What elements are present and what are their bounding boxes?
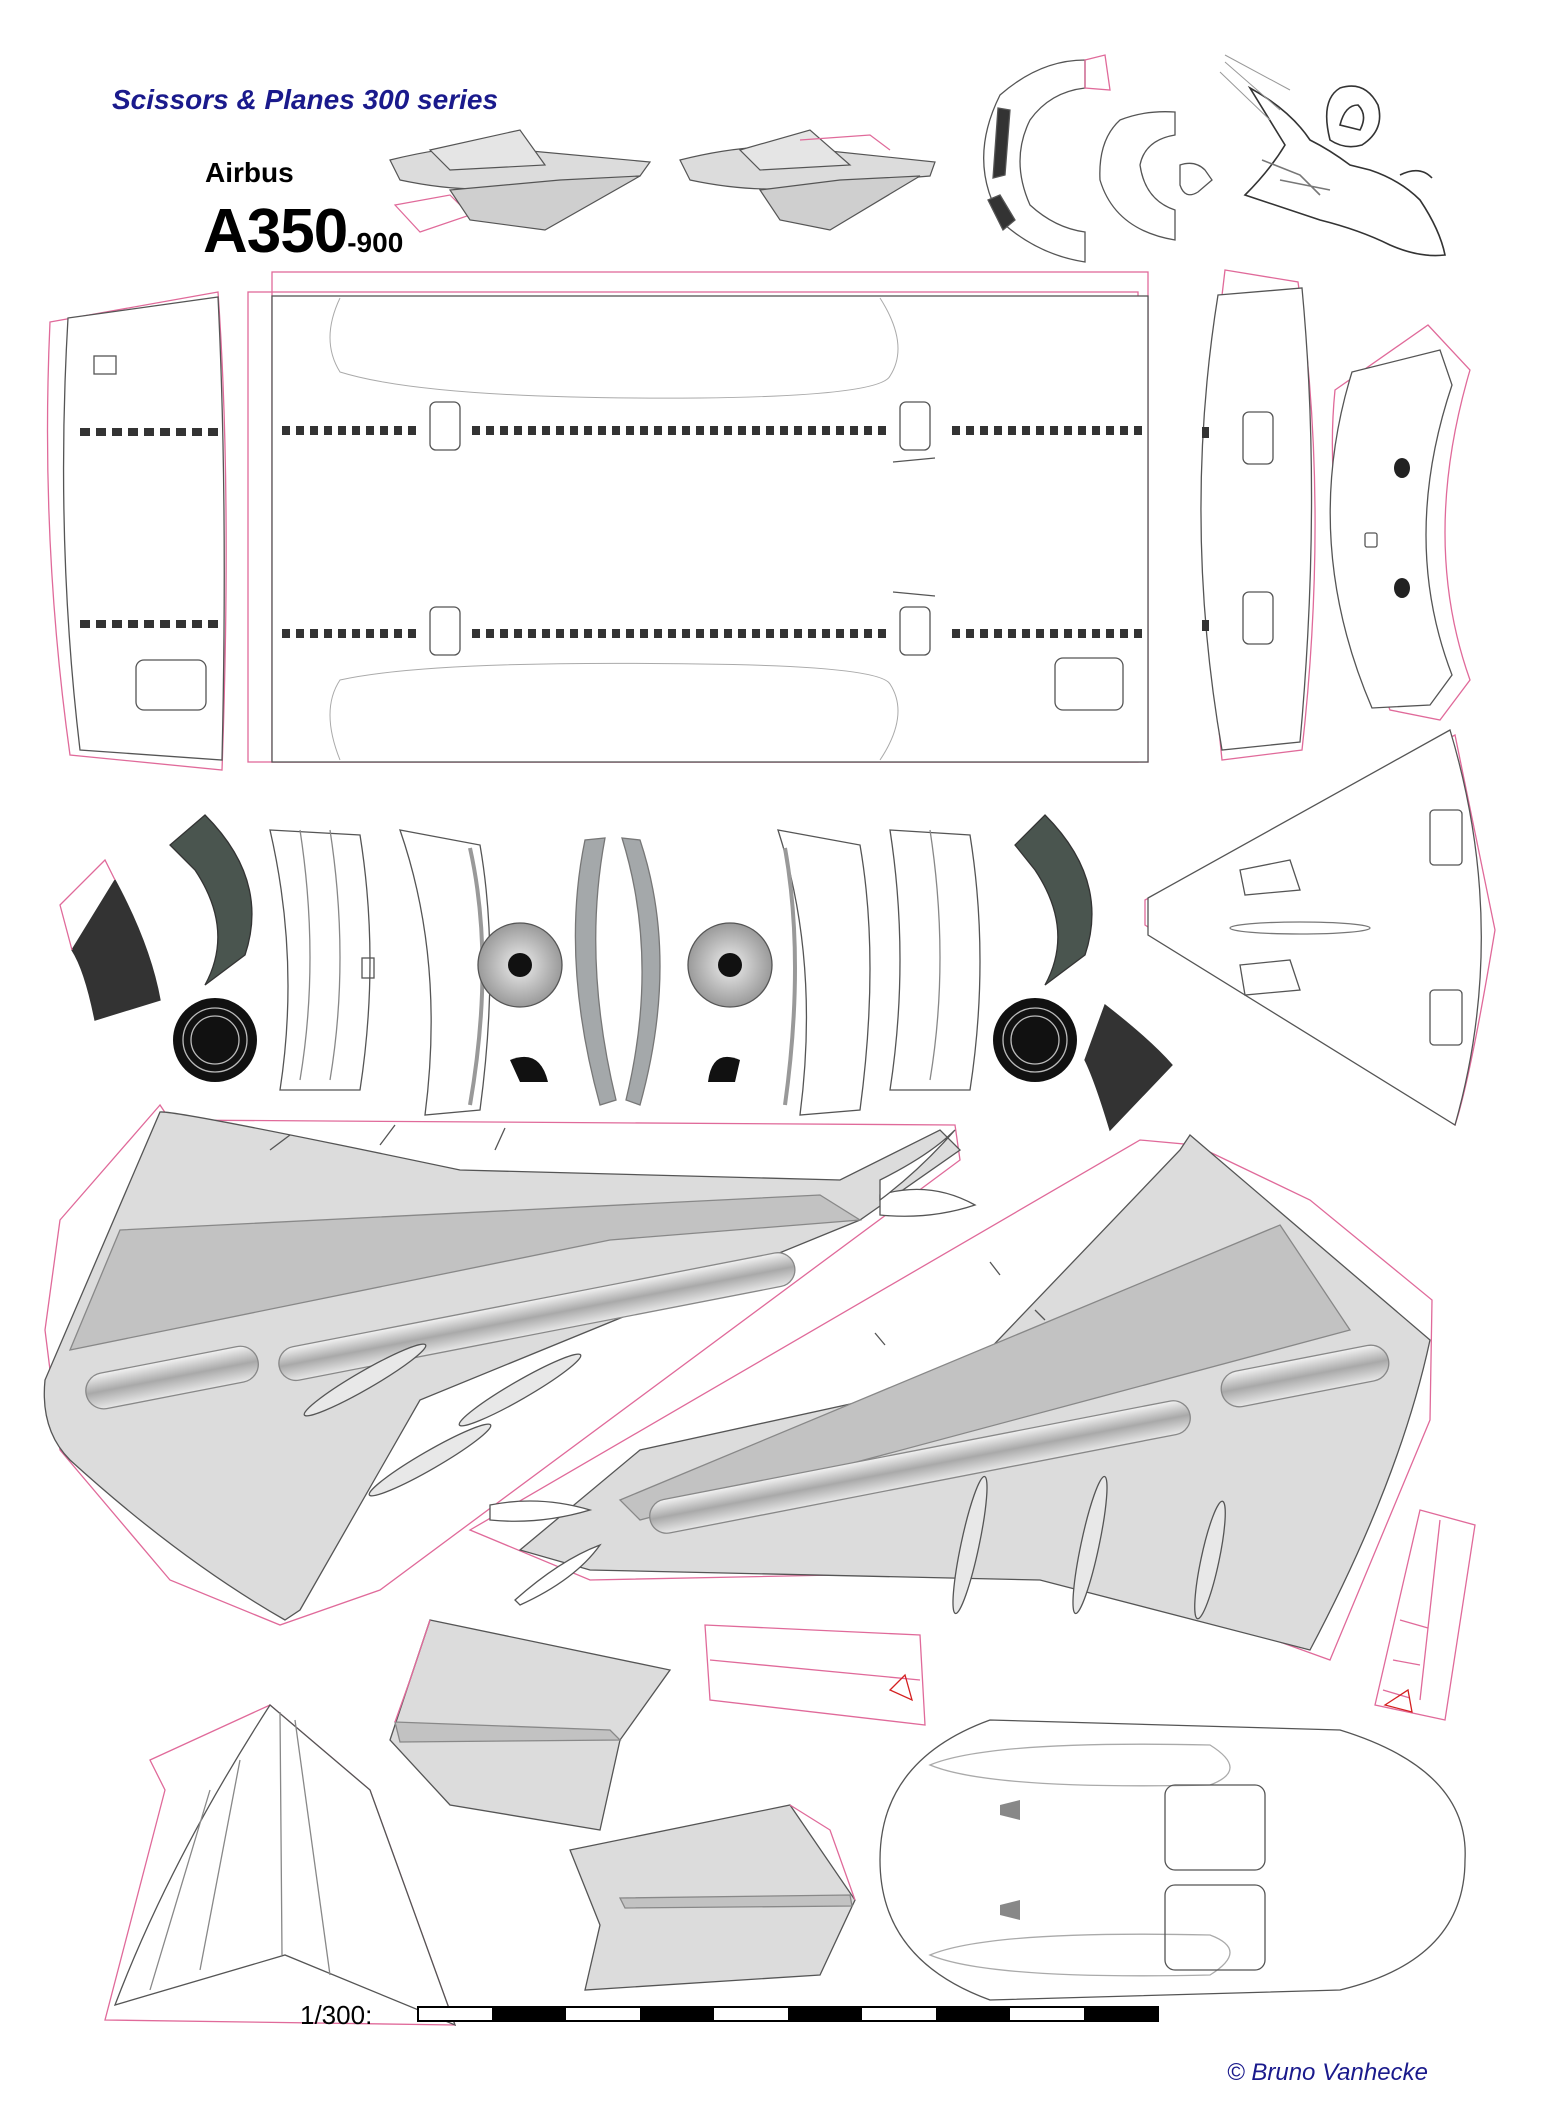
copyright: © Bruno Vanhecke <box>1227 2059 1428 2086</box>
maker-label: Airbus <box>205 157 294 188</box>
nose-cockpit-piece <box>1219 54 1446 257</box>
fuselage-front-section <box>46 291 227 771</box>
wing-stand-parts <box>704 1509 1476 1726</box>
wing-center-box <box>879 1719 1466 2001</box>
scale-label: 1/300: <box>300 2000 373 2030</box>
tail-cone-rings <box>983 54 1213 263</box>
engine-nacelle-parts <box>59 814 1173 1132</box>
wing-left <box>43 1103 977 1626</box>
model-label: A350-900 <box>203 196 403 267</box>
fuselage-rear-section <box>1200 269 1316 761</box>
model-name: A350 <box>203 197 348 266</box>
series-title: Scissors & Planes 300 series <box>112 84 499 115</box>
fuselage-main-section <box>247 271 1149 763</box>
wing-right <box>468 1134 1433 1661</box>
tail-section <box>1329 324 1471 721</box>
scale-bar <box>417 2006 1159 2022</box>
belly-fairing <box>1144 729 1496 1127</box>
horizontal-stabilizer-lower <box>569 1804 856 1991</box>
vertical-fin <box>104 1704 457 2027</box>
stabilizers-top <box>389 129 936 233</box>
horizontal-stabilizer-upper <box>389 1619 672 1831</box>
model-variant: -900 <box>347 227 404 258</box>
